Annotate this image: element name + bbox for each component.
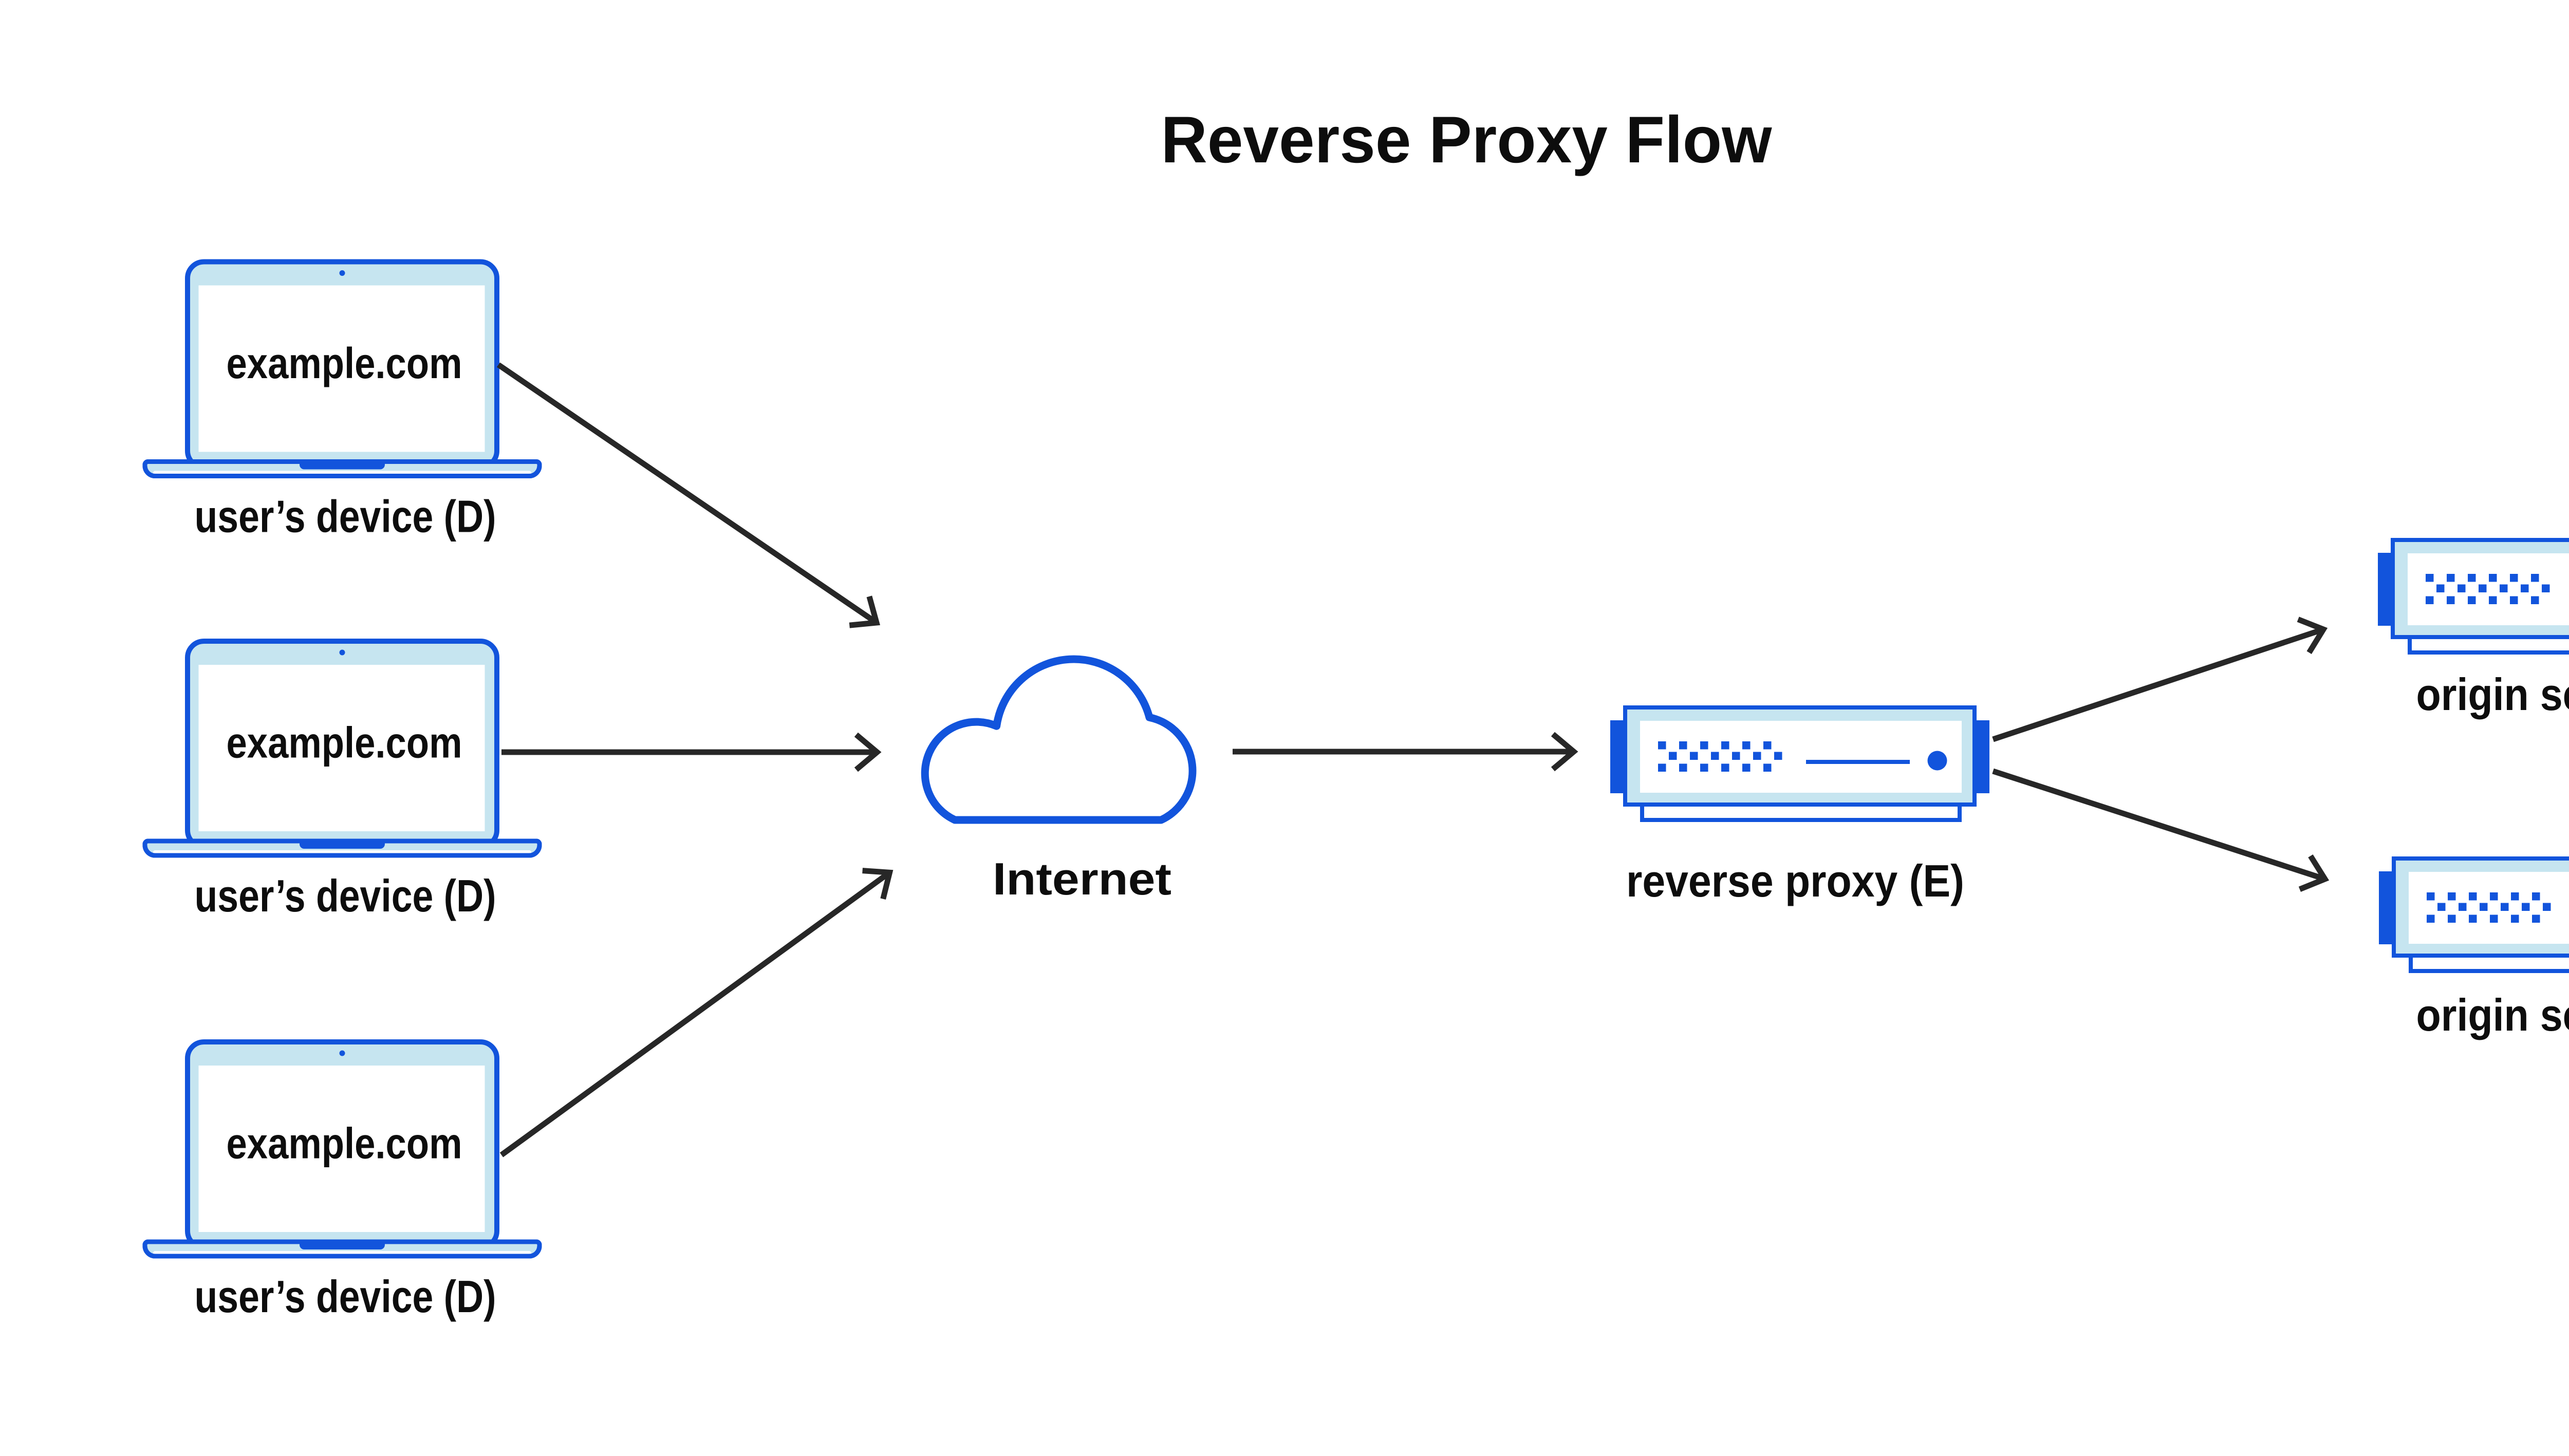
svg-text:Reverse Proxy Flow: Reverse Proxy Flow: [1161, 103, 1773, 177]
svg-text:reverse proxy (E): reverse proxy (E): [1626, 855, 1964, 906]
svg-text:origin server (F): origin server (F): [2416, 990, 2569, 1040]
svg-text:Internet: Internet: [993, 853, 1171, 904]
svg-text:origin server (F): origin server (F): [2416, 669, 2569, 720]
